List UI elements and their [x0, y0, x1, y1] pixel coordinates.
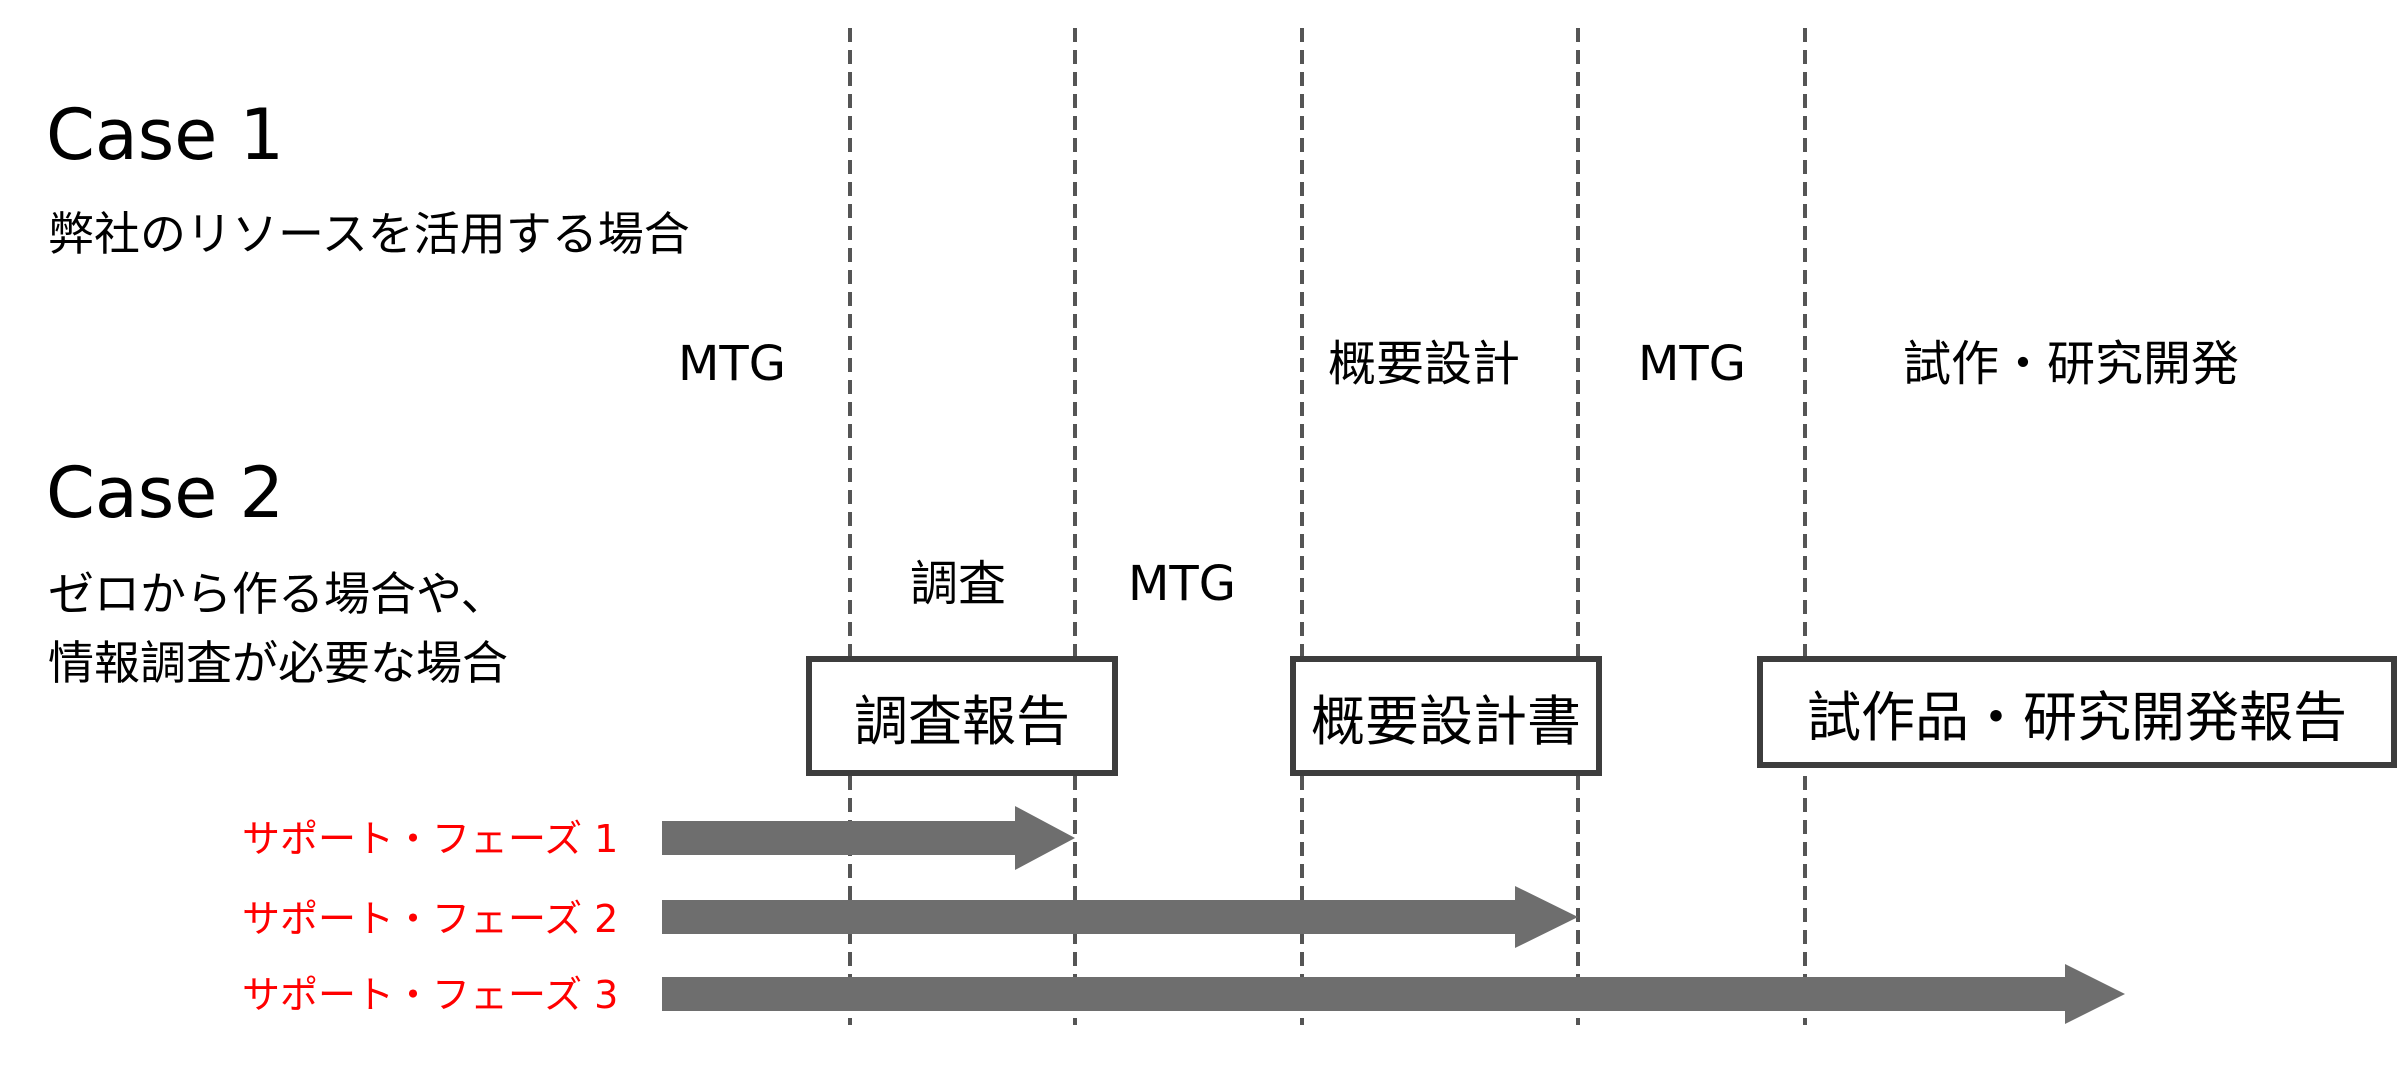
- deliverable-research-report: 調査報告: [806, 656, 1118, 776]
- deliverable-outline-design-doc: 概要設計書: [1290, 656, 1602, 776]
- case-2-phase-mtg: MTG: [1128, 556, 1236, 612]
- case-1-description: 弊社のリソースを活用する場合: [48, 207, 690, 261]
- case-1-title: Case 1: [46, 94, 285, 176]
- support-phase-2-arrow: [662, 886, 1578, 948]
- case-2-phase-research: 調査: [910, 556, 1007, 612]
- support-phase-3-arrow: [662, 964, 2125, 1024]
- case-2-title: Case 2: [46, 452, 285, 534]
- deliverable-prototype-rd-report: 試作品・研究開発報告: [1757, 656, 2397, 768]
- support-phase-2-label: サポート・フェーズ 2: [242, 897, 619, 941]
- case-1-phase-mtg-2: MTG: [1638, 336, 1746, 392]
- case-1-phase-outline-design: 概要設計: [1328, 336, 1521, 392]
- case-1-phase-prototype-rd: 試作・研究開発: [1903, 336, 2240, 392]
- case-2-description: ゼロから作る場合や、 情報調査が必要な場合: [48, 567, 508, 690]
- case-1-phase-mtg-1: MTG: [678, 336, 786, 392]
- support-phase-1-arrow: [662, 806, 1075, 870]
- support-phase-1-label: サポート・フェーズ 1: [242, 817, 619, 861]
- support-phase-3-label: サポート・フェーズ 3: [242, 973, 619, 1017]
